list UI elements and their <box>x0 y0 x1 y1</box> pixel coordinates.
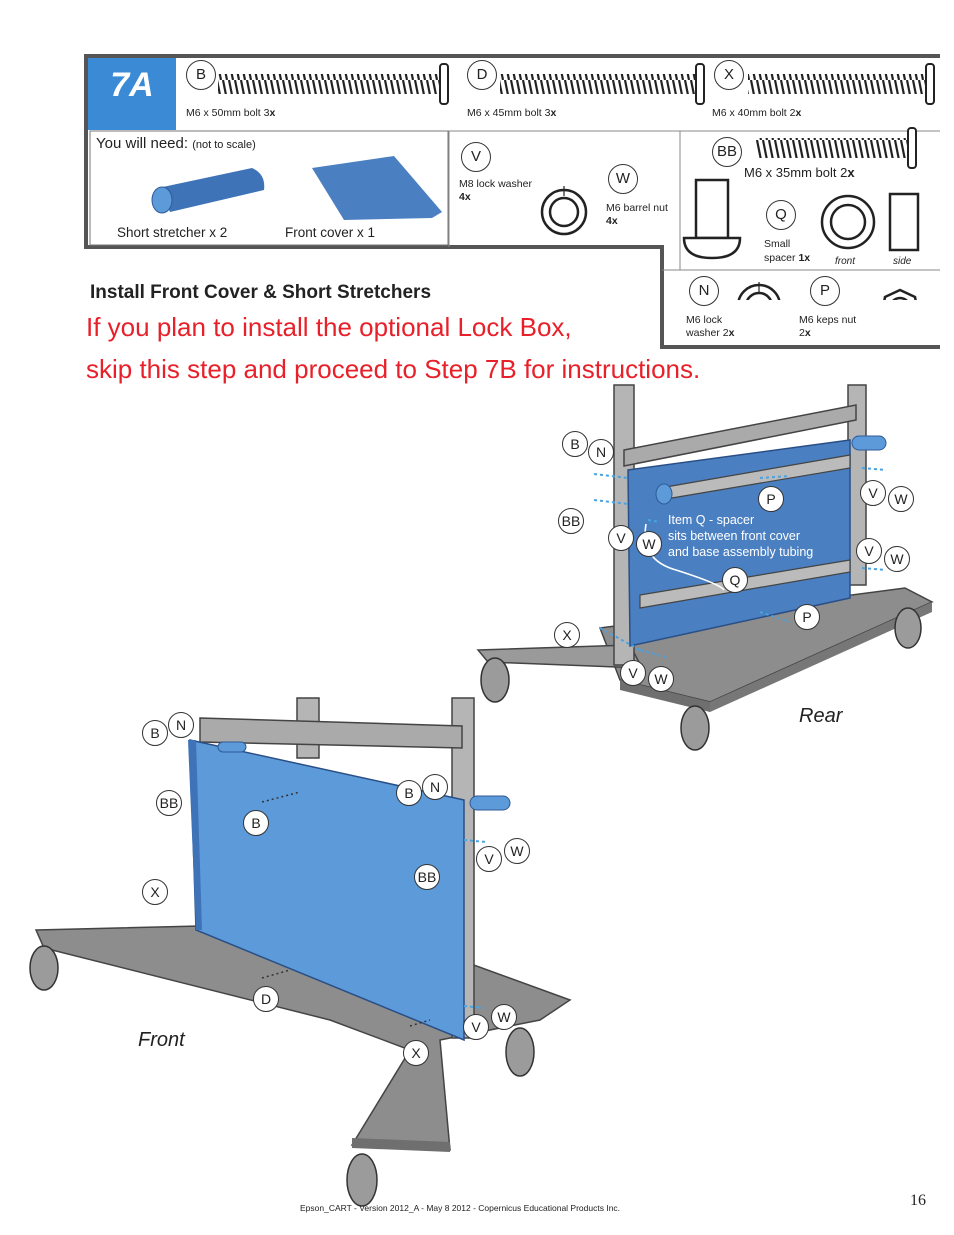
front-callout-v1: V <box>476 846 502 872</box>
step-number: 7A <box>110 66 154 104</box>
warning-line-2: skip this step and proceed to Step 7B fo… <box>86 354 701 384</box>
header-frame <box>84 54 940 349</box>
step-heading: Install Front Cover & Short Stretchers <box>90 282 432 303</box>
part-x-letter: X <box>714 60 744 90</box>
rear-callout-v1: V <box>608 525 634 551</box>
rear-callout-v4: V <box>620 660 646 686</box>
front-callout-b2: B <box>243 810 269 836</box>
bolt-d-icon <box>500 63 705 105</box>
front-callout-w1: W <box>504 838 530 864</box>
front-callout-d: D <box>253 986 279 1012</box>
rear-callout-bb: BB <box>558 508 584 534</box>
rear-callout-v2: V <box>860 480 886 506</box>
front-callout-bb2: BB <box>414 864 440 890</box>
part-x-label: M6 x 40mm bolt 2x <box>712 107 802 119</box>
rear-callout-p2: P <box>794 604 820 630</box>
front-callout-b1: B <box>142 720 168 746</box>
rear-callout-x: X <box>554 622 580 648</box>
rear-callout-q: Q <box>722 567 748 593</box>
front-callout-bb1: BB <box>156 790 182 816</box>
front-callout-n2: N <box>422 774 448 800</box>
rear-callout-w2: W <box>888 486 914 512</box>
part-bb-label: M6 x 35mm bolt 2x <box>744 165 855 180</box>
part-b-letter: B <box>186 60 216 90</box>
front-callout-b3: B <box>396 780 422 806</box>
rear-callout-p1: P <box>758 486 784 512</box>
part-b-label: M6 x 50mm bolt 3x <box>186 107 276 119</box>
hardware-illustrations <box>151 63 935 300</box>
part-w-letter: W <box>608 164 638 194</box>
front-callout-v2: V <box>463 1014 489 1040</box>
bolt-x-icon <box>748 63 935 105</box>
front-cover-icon <box>312 156 442 220</box>
lock-washer-n-icon <box>737 282 781 300</box>
bolt-b-icon <box>218 63 449 105</box>
front-callout-n1: N <box>168 712 194 738</box>
barrel-nut-w-icon <box>682 178 742 260</box>
short-stretcher-label: Short stretcher x 2 <box>117 225 228 240</box>
front-callout-x1: X <box>142 879 168 905</box>
page-number: 16 <box>910 1192 926 1209</box>
part-d-letter: D <box>467 60 497 90</box>
rear-note: Item Q - spacer sits between front cover… <box>668 513 814 559</box>
front-cover-label: Front cover x 1 <box>285 225 376 240</box>
rear-callout-b: B <box>562 431 588 457</box>
short-stretcher-icon <box>151 168 265 214</box>
front-callout-x2: X <box>403 1040 429 1066</box>
bolt-bb-icon <box>756 127 917 169</box>
part-q-front-label: front <box>835 256 856 267</box>
part-v-letter: V <box>461 142 491 172</box>
rear-callout-w4: W <box>648 666 674 692</box>
rear-callout-w3: W <box>884 546 910 572</box>
you-will-need-title: You will need: (not to scale) <box>96 135 256 152</box>
keps-nut-p-icon <box>883 288 917 300</box>
lock-washer-v-icon <box>540 186 588 236</box>
part-bb-letter: BB <box>712 137 742 167</box>
part-q-side-label: side <box>893 256 912 267</box>
rear-callout-n: N <box>588 439 614 465</box>
front-caption: Front <box>138 1029 185 1051</box>
part-p-letter: P <box>810 276 840 306</box>
warning-line-1: If you plan to install the optional Lock… <box>86 312 572 342</box>
rear-caption: Rear <box>799 705 843 727</box>
front-callout-w2: W <box>491 1004 517 1030</box>
footer-text: Epson_CART - Version 2012_A - May 8 2012… <box>300 1203 621 1213</box>
rear-callout-v3: V <box>856 538 882 564</box>
part-d-label: M6 x 45mm bolt 3x <box>467 107 557 119</box>
part-n-letter: N <box>689 276 719 306</box>
part-q-letter: Q <box>766 200 796 230</box>
spacer-q-icon <box>820 192 920 252</box>
rear-callout-w1: W <box>636 531 662 557</box>
